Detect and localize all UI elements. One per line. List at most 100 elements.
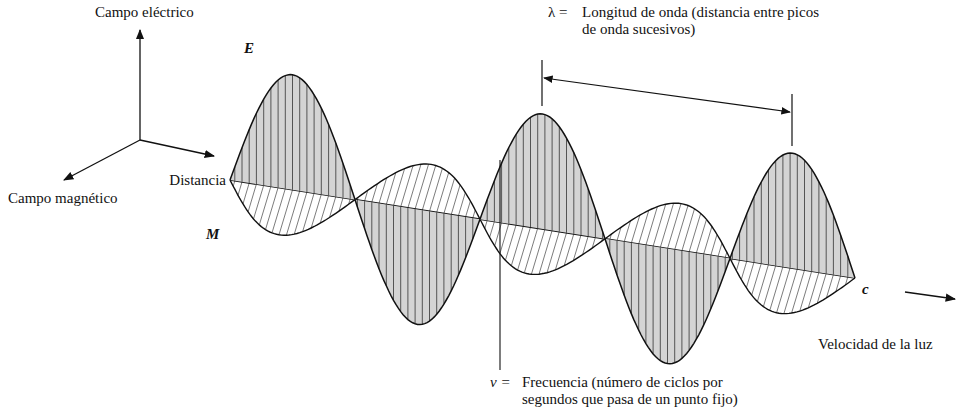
electric-hatch — [638, 244, 639, 330]
electric-hatch — [573, 153, 574, 234]
electric-hatch — [249, 130, 250, 183]
electric-hatch — [710, 255, 711, 308]
magnetic-hatch — [792, 270, 805, 313]
magnetic-hatch — [451, 185, 460, 215]
electric-hatch — [552, 119, 553, 231]
electric-hatch — [739, 232, 740, 260]
electric-hatch — [674, 250, 675, 363]
electric-hatch — [256, 113, 257, 184]
electric-hatch — [451, 215, 452, 291]
electric-hatch — [645, 245, 646, 343]
electric-hatch — [544, 115, 545, 230]
electric-hatch — [703, 254, 704, 325]
electric-hatch — [328, 125, 329, 196]
magnetic-hatch — [248, 184, 256, 212]
magnetic-hatch — [495, 223, 502, 246]
electric-hatch — [508, 148, 509, 224]
magnetic-hatch — [422, 166, 435, 211]
speed-symbol: c — [862, 281, 869, 298]
electric-hatch — [270, 88, 271, 186]
electric-hatch — [754, 197, 755, 262]
electric-hatch — [292, 75, 293, 190]
magnetic-hatch — [746, 262, 754, 288]
magnetic-hatch — [682, 209, 695, 251]
electric-hatch — [393, 206, 394, 301]
magnetic-hatch — [539, 231, 552, 275]
electric-hatch — [371, 202, 372, 249]
magnetic-hatch — [408, 164, 421, 208]
electric-hatch — [559, 127, 560, 232]
electric-hatch — [696, 253, 697, 339]
electric-hatch — [422, 210, 423, 324]
electric-hatch — [595, 210, 596, 238]
magnetic-hatch — [279, 190, 293, 235]
electric-hatch — [746, 214, 747, 261]
electric-fill — [230, 75, 855, 364]
speed-label: Velocidad de la luz — [818, 336, 933, 353]
electric-hatch — [465, 217, 466, 258]
electric-hatch — [299, 78, 300, 191]
electric-hatch — [804, 160, 805, 270]
electric-hatch — [516, 134, 517, 225]
magnetic-hatch — [490, 222, 495, 238]
electric-hatch — [278, 80, 279, 188]
electric-hatch — [343, 164, 344, 198]
frequency-symbol: ν = — [490, 374, 511, 391]
electric-hatch — [818, 182, 819, 272]
magnetic-hatch — [259, 186, 271, 225]
electric-hatch — [306, 85, 307, 193]
electric-wave — [230, 75, 855, 364]
electric-hatch — [263, 99, 264, 185]
wavelength-bracket — [542, 60, 792, 146]
field-symbol: E — [244, 40, 254, 57]
axis-label: Campo magnético — [8, 190, 118, 207]
magnetic-hatch — [415, 164, 429, 209]
magnetic-hatch — [243, 183, 249, 204]
electric-hatch — [364, 201, 365, 229]
electric-hatch — [689, 252, 690, 350]
wavelength-symbol: λ = — [548, 4, 567, 21]
magnetic-hatch — [254, 185, 264, 219]
electric-hatch — [400, 207, 401, 312]
magnetic-hatch — [675, 206, 688, 250]
electric-hatch — [826, 197, 827, 273]
velocity-arrow — [905, 292, 955, 299]
magnetic-hatch — [485, 220, 487, 228]
magnetic-hatch — [547, 232, 559, 273]
magnetic-hatch — [401, 166, 413, 207]
electric-hatch — [660, 248, 661, 361]
electric-hatch — [617, 241, 618, 275]
electric-hatch — [624, 242, 625, 295]
electric-hatch — [768, 170, 769, 265]
magnetic-hatch — [711, 235, 717, 256]
electric-hatch — [681, 251, 682, 359]
electric-hatch — [840, 235, 841, 276]
electric-hatch — [407, 208, 408, 320]
electric-hatch — [530, 117, 531, 227]
magnetic-hatch — [696, 219, 706, 253]
magnetic-hatch — [437, 173, 449, 213]
field-symbol: M — [206, 226, 219, 243]
magnetic-hatch — [704, 227, 712, 255]
electric-hatch — [494, 181, 495, 222]
magnetic-hatch — [784, 269, 797, 314]
electric-hatch — [415, 209, 416, 324]
electric-hatch — [833, 215, 834, 275]
electric-hatch — [811, 169, 812, 271]
electric-hatch — [436, 212, 437, 314]
wavelength-note: Longitud de onda (distancia entre picos … — [582, 4, 832, 38]
magnetic-hatch — [763, 266, 775, 307]
electric-hatch — [581, 170, 582, 235]
electric-hatch — [429, 211, 430, 321]
magnetic-hatch — [238, 182, 242, 195]
magnetic-hatch — [718, 243, 722, 256]
magnetic-hatch — [524, 228, 537, 273]
magnetic-hatch — [272, 189, 285, 233]
axis-label: Distancia — [146, 172, 226, 189]
electric-hatch — [537, 114, 538, 228]
electric-hatch — [631, 243, 632, 314]
magnetic-hatch — [736, 260, 739, 271]
magnetic-hatch — [266, 188, 279, 230]
electric-hatch — [386, 205, 387, 286]
magnetic-hatch — [777, 268, 791, 313]
